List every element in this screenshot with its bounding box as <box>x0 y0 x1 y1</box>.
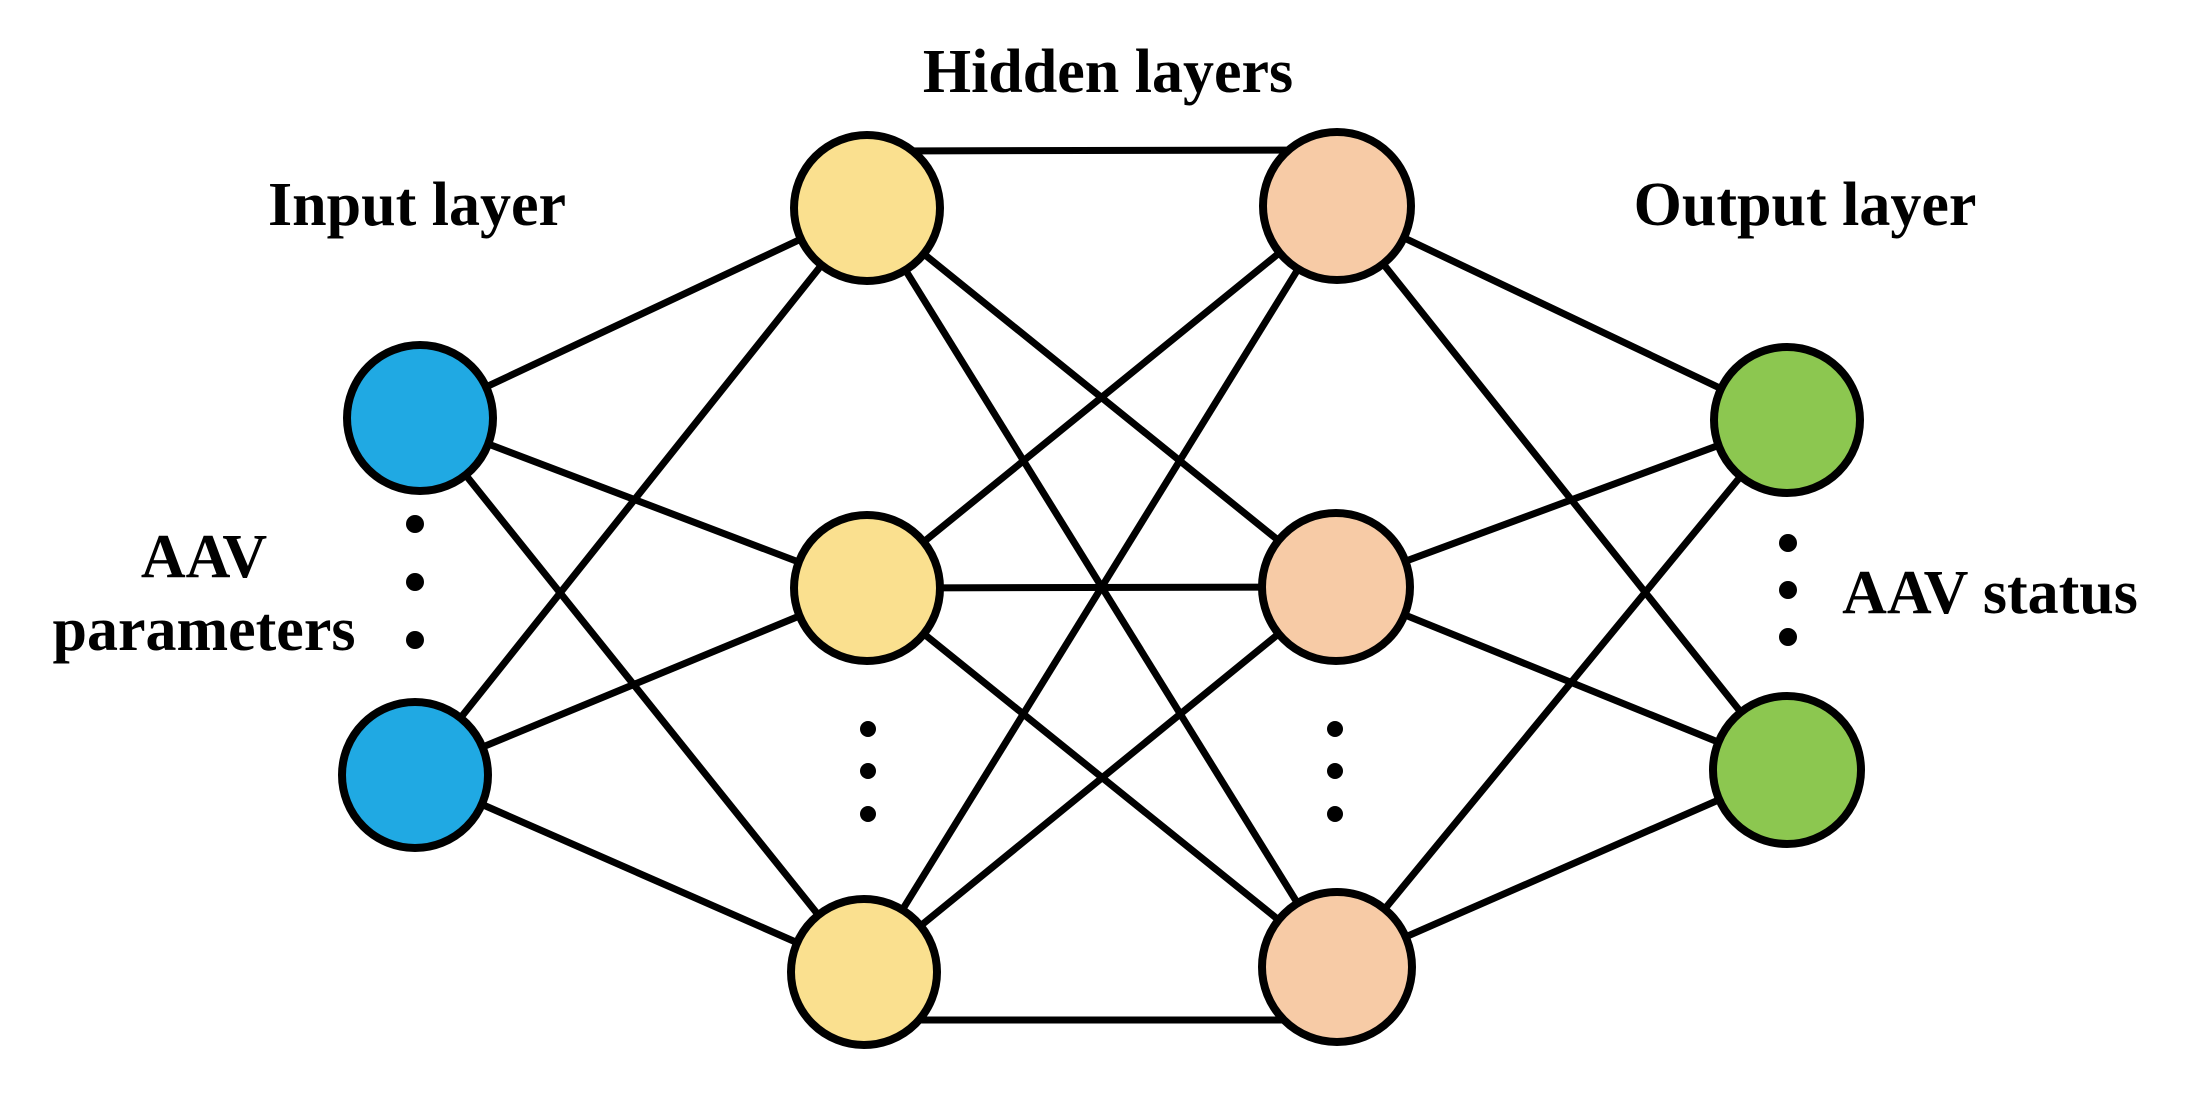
neuron-nodes <box>338 128 1865 1049</box>
connection-h2_1-out_1 <box>1335 202 1789 424</box>
output-ellipsis-dot-3 <box>1779 628 1797 646</box>
hidden2-ellipsis-dot-1 <box>1327 721 1343 737</box>
connection-lines <box>412 146 1790 1024</box>
output-layer-label: Output layer <box>1634 171 1977 239</box>
hidden-layers-label: Hidden layers <box>923 38 1293 106</box>
hidden1-ellipsis-dot-3 <box>860 806 876 822</box>
connection-h1_1-h2_1 <box>866 146 1338 155</box>
hidden1-ellipsis-dot-2 <box>860 763 876 779</box>
aav-status-label: AAV status <box>1842 559 2138 627</box>
connection-in_2-h1_3 <box>413 771 866 976</box>
input-ellipsis-dot-3 <box>406 631 424 649</box>
connection-in_2-h1_1 <box>412 205 870 778</box>
hidden2-neuron-node-h2_2 <box>1258 509 1414 665</box>
aav-parameters-label-line2: parameters <box>53 596 356 664</box>
output-ellipsis-dot-1 <box>1779 534 1797 552</box>
connection-in_2-h1_2 <box>413 584 869 779</box>
hidden2-neuron-node-h2_3 <box>1258 888 1416 1046</box>
ellipsis-dots <box>406 515 1797 822</box>
hidden1-neuron-node-h1_3 <box>787 895 941 1049</box>
connection-h2_2-out_1 <box>1334 416 1789 591</box>
connection-h2_3-out_1 <box>1334 417 1790 970</box>
hidden1-neuron-node-h1_1 <box>790 131 944 285</box>
hidden1-ellipsis-dot-1 <box>860 721 876 737</box>
aav-parameters-label-line1: AAV <box>141 523 268 591</box>
connection-in_1-h1_1 <box>418 204 869 422</box>
connection-h1_3-h2_1 <box>861 204 1340 974</box>
connection-h2_2-out_2 <box>1334 583 1789 774</box>
input-neuron-node-in_2 <box>338 698 492 852</box>
hidden2-neuron-node-h2_1 <box>1259 128 1415 284</box>
hidden2-ellipsis-dot-2 <box>1327 763 1343 779</box>
connection-h2_1-out_2 <box>1334 203 1790 773</box>
connection-h1_2-h2_1 <box>864 203 1340 591</box>
hidden1-neuron-node-h1_2 <box>790 511 944 665</box>
input-neuron-node-in_1 <box>343 341 497 495</box>
input-ellipsis-dot-2 <box>406 573 424 591</box>
output-neuron-node-out_2 <box>1709 692 1865 848</box>
hidden2-ellipsis-dot-3 <box>1327 806 1343 822</box>
output-ellipsis-dot-2 <box>1779 581 1797 599</box>
connection-h1_3-h2_2 <box>861 584 1339 975</box>
connection-h2_3-out_2 <box>1335 766 1789 971</box>
input-layer-label: Input layer <box>268 171 566 239</box>
output-neuron-node-out_1 <box>1710 343 1864 497</box>
connection-in_1-h1_2 <box>418 414 869 592</box>
connection-in_1-h1_3 <box>417 415 867 975</box>
input-ellipsis-dot-1 <box>406 515 424 533</box>
